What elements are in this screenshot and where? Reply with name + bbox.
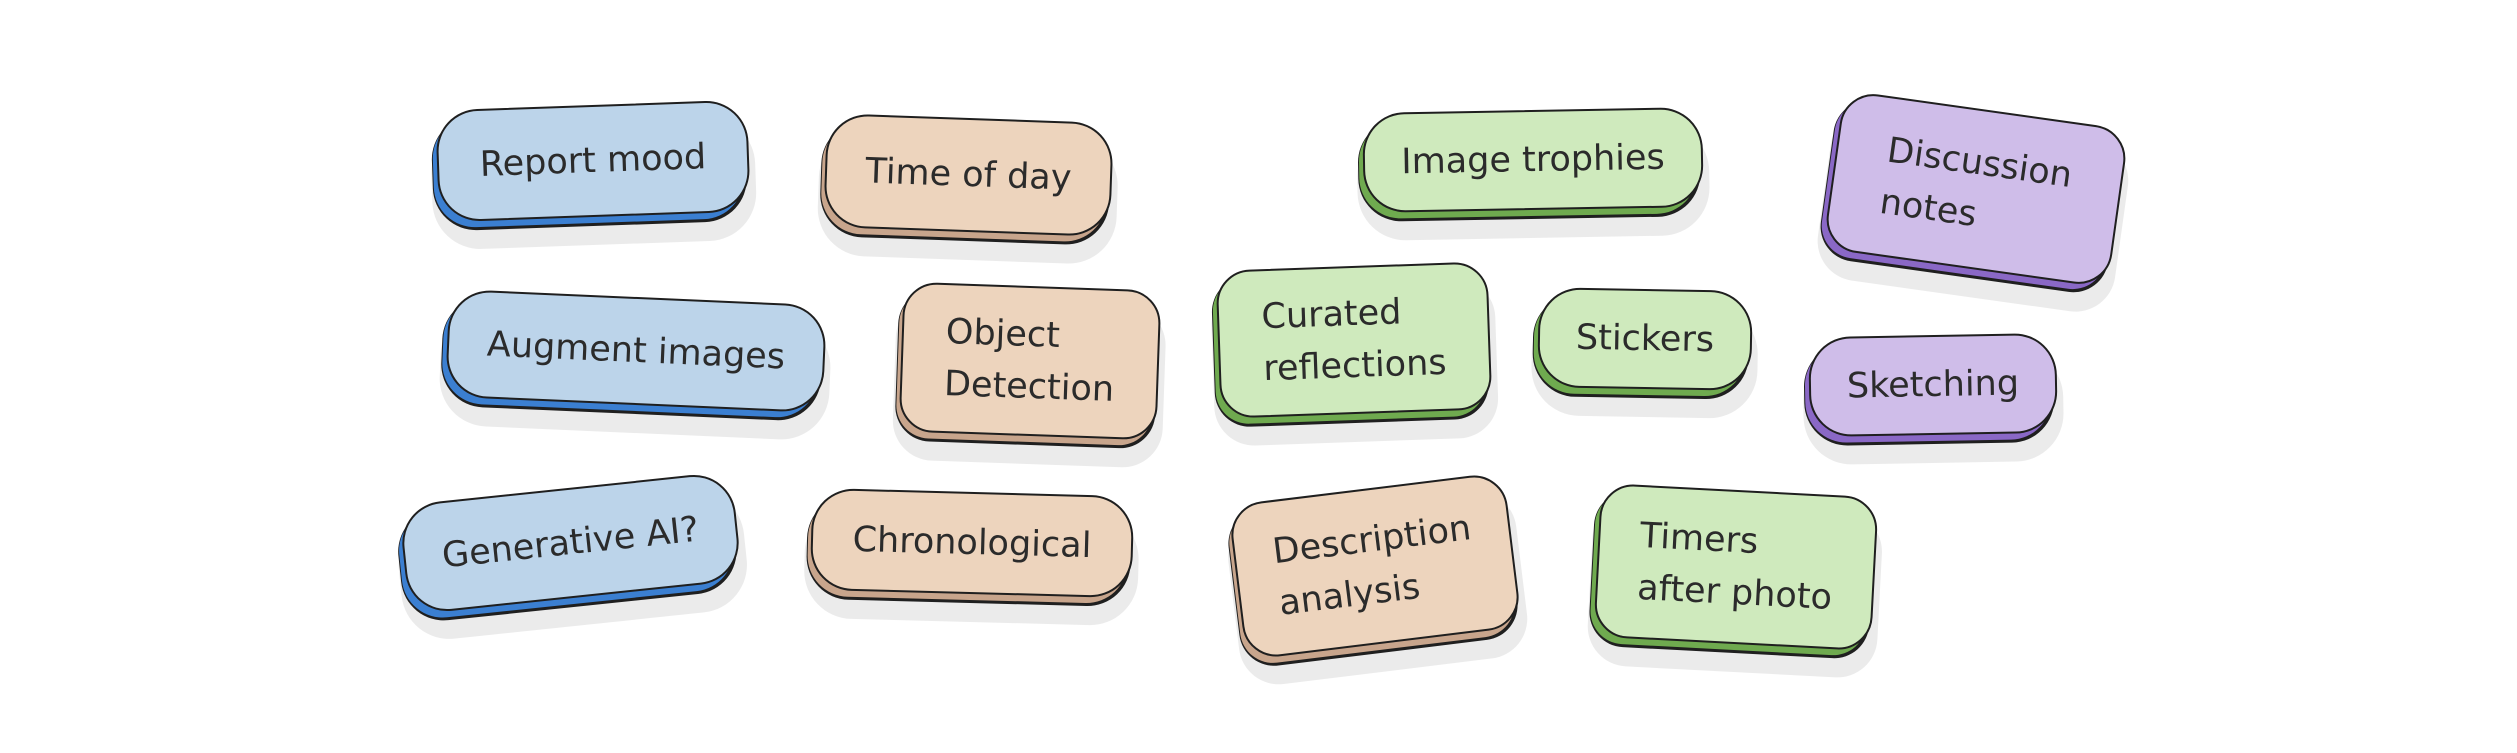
tag-augment-images[interactable]: Augment images — [444, 288, 828, 414]
tag-object-detection[interactable]: Object Detection — [898, 281, 1162, 441]
tag-generative-ai[interactable]: Generative AI? — [398, 470, 743, 616]
tag-label: Time of day — [864, 151, 1073, 199]
tag-label: Description analysis — [1270, 507, 1474, 624]
tag-label: Discussion notes — [1877, 129, 2075, 236]
tag-label: Curated reflections — [1260, 291, 1448, 390]
tag-curated-reflections[interactable]: Curated reflections — [1215, 261, 1493, 419]
tag-stickers[interactable]: Stickers — [1537, 287, 1753, 391]
tag-description-analysis[interactable]: Description analysis — [1227, 471, 1523, 661]
tag-discussion-notes[interactable]: Discussion notes — [1822, 89, 2130, 289]
tag-label: Timers after photo — [1636, 515, 1833, 619]
tag-time-of-day[interactable]: Time of day — [823, 113, 1114, 237]
tag-label: Generative AI? — [440, 509, 701, 577]
tag-label: Image trophies — [1400, 137, 1666, 183]
tag-chronological[interactable]: Chronological — [809, 487, 1135, 599]
tag-label: Stickers — [1575, 317, 1715, 360]
tag-label: Report mood — [479, 136, 707, 185]
tag-image-trophies[interactable]: Image trophies — [1362, 107, 1704, 213]
tag-sketching[interactable]: Sketching — [1808, 332, 2058, 438]
tag-label: Sketching — [1846, 363, 2020, 407]
tag-label: Chronological — [852, 519, 1092, 566]
tag-timers-after-photo[interactable]: Timers after photo — [1593, 482, 1879, 652]
tag-label: Augment images — [486, 324, 786, 378]
tag-label: Object Detection — [943, 311, 1115, 410]
tag-report-mood[interactable]: Report mood — [435, 99, 751, 223]
